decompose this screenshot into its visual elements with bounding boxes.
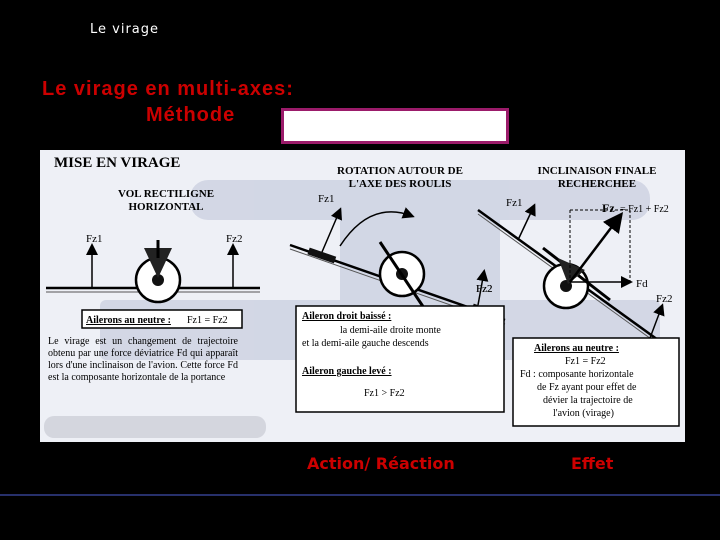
panel2-title-l2: L'AXE DES ROULIS [349, 178, 452, 190]
blurred-strip [44, 416, 266, 438]
arrow-fz1-panel3 [517, 203, 536, 241]
panel2-title-l1: ROTATION AUTOUR DE [337, 165, 463, 177]
slide-header: Le virage [90, 22, 160, 37]
panel3-title-l2: RECHERCHEE [558, 178, 636, 190]
panel3-fz-label: Fz [602, 201, 615, 215]
panel2-box2-label: Aileron gauche levé : [302, 366, 392, 377]
arrow-fz2-panel2 [476, 269, 489, 306]
panel3-fz-eq: = Fz1 + Fz2 [620, 204, 669, 215]
panel2-box1-l1: la demi-aile droite monte [340, 325, 441, 336]
panel3-box-l1: Fz1 = Fz2 [565, 356, 606, 367]
roll-diagram-figure: MISE EN VIRAGE VOL RECTILIGNE HORIZONTAL… [40, 150, 685, 442]
panel1-title-l1: VOL RECTILIGNE [118, 188, 214, 200]
panel3-title-l1: INCLINAISON FINALE [538, 165, 657, 177]
panel3-fz1: Fz1 [506, 197, 523, 209]
arrow-fz-resultant [569, 212, 624, 283]
arrow-fz2-panel3 [649, 303, 665, 339]
arrow-fz1-panel2 [321, 207, 342, 253]
panel3-fz2-right: Fz2 [656, 293, 673, 305]
label-effet: Effet [571, 454, 614, 473]
panel3-box-label: Ailerons au neutre : [534, 343, 619, 354]
panel3-box-l5: l'avion (virage) [553, 408, 614, 419]
panel1-box-label: Ailerons au neutre : [86, 315, 171, 326]
heading-mise-en-virage: MISE EN VIRAGE [54, 155, 180, 171]
panel3-fd-label: Fd [636, 278, 648, 290]
panel1-box-eq: Fz1 = Fz2 [187, 315, 228, 326]
panel3-box-l3: de Fz ayant pour effet de [537, 382, 637, 393]
highlight-box [281, 108, 509, 144]
panel2-box1-label: Aileron droit baissé : [302, 311, 391, 322]
panel1-title-l2: HORIZONTAL [129, 201, 204, 213]
panel1-paragraph: Le virage est un changement de trajectoi… [48, 336, 238, 383]
diagram-canvas: MISE EN VIRAGE VOL RECTILIGNE HORIZONTAL… [44, 155, 680, 438]
panel3-box-l2: Fd : composante horizontale [520, 369, 634, 380]
arrow-roll-rotation [339, 207, 415, 247]
slide-title-line1: Le virage en multi-axes: [42, 78, 294, 100]
panel1-fz2: Fz2 [226, 233, 243, 245]
panel3-fz2-left: Fz2 [476, 283, 493, 295]
bottom-divider [0, 494, 720, 496]
panel3-box-l4: dévier la trajectoire de [543, 395, 633, 406]
panel2-box1-l2: et la demi-aile gauche descends [302, 338, 429, 349]
label-action-reaction: Action/ Réaction [307, 454, 455, 473]
slide-title-line2: Méthode [146, 104, 236, 126]
panel1-fz1: Fz1 [86, 233, 103, 245]
panel2-fz1: Fz1 [318, 193, 335, 205]
airplane-level [46, 240, 260, 304]
panel2-fz2: Fz2 [476, 283, 493, 295]
panel2-box2-eq: Fz1 > Fz2 [364, 388, 405, 399]
